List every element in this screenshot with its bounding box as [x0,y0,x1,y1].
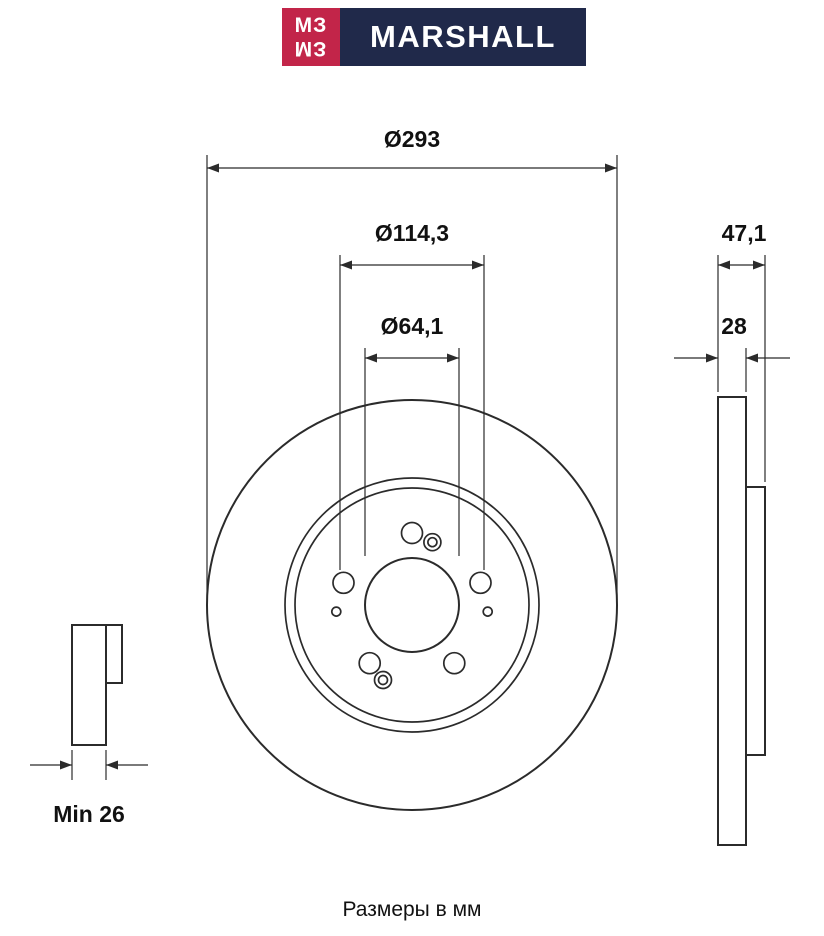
center-bore [364,557,460,653]
brand-name: MARSHALL [340,8,586,66]
units-note: Размеры в мм [342,898,482,921]
worn-disc-section [71,624,107,746]
dim-label-bolt-circle: Ø114,3 [375,220,449,246]
hat-edge [294,487,530,723]
lug-hole [469,571,492,595]
dim-outer-diameter: Ø293 [206,126,618,600]
dim-thickness: 28 [674,313,790,392]
screw-hole-chamfer [373,670,393,690]
screw-hole [427,536,438,548]
friction-surface-inner-edge [284,477,540,733]
dim-label-thickness: 28 [721,313,747,339]
min-thickness-view: Min 26 [30,624,148,827]
screw-hole-chamfer [423,532,442,552]
marshall-logo: МЗ МЗ MARSHALL [282,8,586,66]
disc-outer-edge [206,399,618,811]
dim-label-center-bore: Ø64,1 [381,313,444,339]
hat-section [745,486,766,756]
front-view-disc [206,399,618,811]
dim-bolt-circle: Ø114,3 [339,220,485,570]
disc-section [717,396,747,846]
dim-overall-height: 47,1 [717,220,767,482]
side-view-disc [717,396,766,846]
pin-hole [330,606,342,617]
lug-hole [332,571,355,595]
marshall-logo-mark-icon: МЗ МЗ [282,8,340,66]
dim-label-overall-height: 47,1 [722,220,767,246]
worn-disc-step [105,624,123,684]
pin-hole [482,606,494,617]
dim-center-bore: Ø64,1 [364,313,460,556]
screw-hole [377,674,389,686]
dim-label-min-thickness: Min 26 [53,801,125,827]
dim-label-outer-diameter: Ø293 [384,126,440,152]
logo-mark-text: МЗ [294,14,328,37]
lug-hole [358,651,382,675]
lug-hole [442,651,466,675]
lug-hole [400,521,424,545]
